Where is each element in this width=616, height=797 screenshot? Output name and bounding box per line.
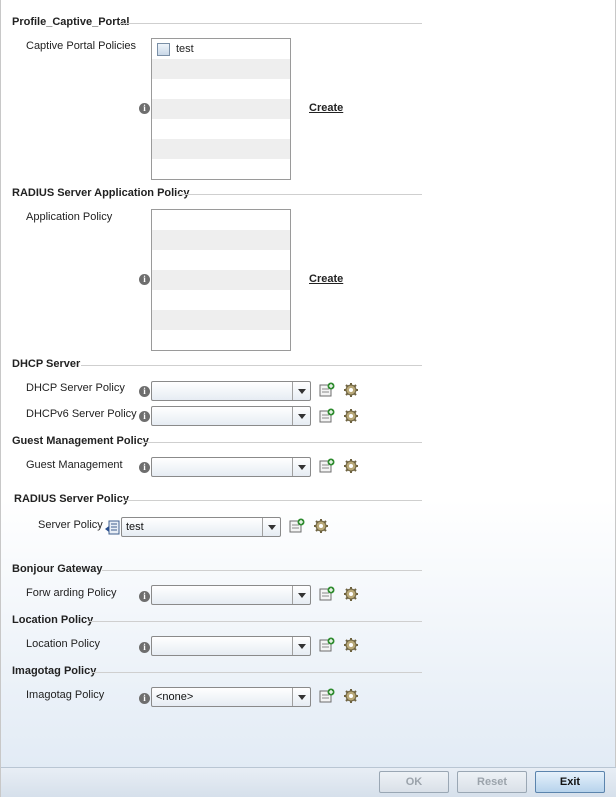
list-row xyxy=(152,230,290,250)
application-policy-list[interactable] xyxy=(151,209,291,351)
select-value: test xyxy=(126,521,144,533)
gear-icon[interactable] xyxy=(343,408,359,424)
exit-button[interactable]: Exit xyxy=(535,771,605,793)
list-row xyxy=(152,210,290,230)
gear-icon[interactable] xyxy=(313,518,329,534)
section-title-imagotag: Imagotag Policy xyxy=(12,665,97,677)
section-title-guest: Guest Management Policy xyxy=(12,435,149,447)
checkbox[interactable] xyxy=(157,43,170,56)
section-title-radius-app: RADIUS Server Application Policy xyxy=(12,187,190,199)
list-row xyxy=(152,290,290,310)
list-item[interactable]: test xyxy=(152,39,290,59)
add-policy-icon[interactable] xyxy=(319,688,335,704)
application-policy-label: Application Policy xyxy=(26,211,113,223)
server-policy-label: Server Policy xyxy=(38,519,103,531)
section-title-radius-server: RADIUS Server Policy xyxy=(14,493,129,505)
gear-icon[interactable] xyxy=(343,637,359,653)
add-policy-icon[interactable] xyxy=(319,382,335,398)
info-icon[interactable]: i xyxy=(139,274,150,285)
location-policy-select[interactable] xyxy=(151,636,311,656)
list-row xyxy=(152,310,290,330)
location-policy-label: Location Policy xyxy=(26,638,100,650)
gear-icon[interactable] xyxy=(343,586,359,602)
chevron-down-icon[interactable] xyxy=(292,458,310,476)
dhcpv6-server-policy-label: DHCPv6 Server Policy xyxy=(26,408,137,420)
reset-button[interactable]: Reset xyxy=(457,771,527,793)
section-divider xyxy=(178,194,422,195)
list-row xyxy=(152,139,290,159)
info-icon[interactable]: i xyxy=(139,693,150,704)
list-row xyxy=(152,79,290,99)
list-row xyxy=(152,59,290,79)
chevron-down-icon[interactable] xyxy=(292,586,310,604)
section-divider xyxy=(91,672,422,673)
info-icon[interactable]: i xyxy=(139,103,150,114)
dhcp-server-policy-select[interactable] xyxy=(151,381,311,401)
info-icon[interactable]: i xyxy=(139,462,150,473)
list-item-label: test xyxy=(176,43,194,55)
dhcp-server-policy-label: DHCP Server Policy xyxy=(26,382,125,394)
section-title-location: Location Policy xyxy=(12,614,94,626)
chevron-down-icon[interactable] xyxy=(262,518,280,536)
section-title-captive-portal: Profile_Captive_Portal xyxy=(12,16,130,28)
imagotag-policy-label: Imagotag Policy xyxy=(26,689,105,701)
guest-management-label: Guest Management xyxy=(26,459,123,471)
ok-button[interactable]: OK xyxy=(379,771,449,793)
gear-icon[interactable] xyxy=(343,688,359,704)
add-policy-icon[interactable] xyxy=(319,637,335,653)
server-policy-select[interactable]: test xyxy=(121,517,281,537)
section-title-bonjour: Bonjour Gateway xyxy=(12,563,103,575)
chevron-down-icon[interactable] xyxy=(292,407,310,425)
forwarding-policy-label: Forw arding Policy xyxy=(26,587,117,599)
list-row xyxy=(152,270,290,290)
policy-list-icon xyxy=(105,520,120,535)
info-icon[interactable]: i xyxy=(139,386,150,397)
add-policy-icon[interactable] xyxy=(319,408,335,424)
chevron-down-icon[interactable] xyxy=(292,688,310,706)
section-divider xyxy=(81,365,422,366)
dhcpv6-server-policy-select[interactable] xyxy=(151,406,311,426)
info-icon[interactable]: i xyxy=(139,642,150,653)
footer-bar: OK Reset Exit xyxy=(1,767,616,797)
captive-portal-policies-label: Captive Portal Policies xyxy=(26,40,137,52)
gear-icon[interactable] xyxy=(343,382,359,398)
application-policy-create-link[interactable]: Create xyxy=(309,273,344,285)
info-icon[interactable]: i xyxy=(139,411,150,422)
chevron-down-icon[interactable] xyxy=(292,382,310,400)
select-value: <none> xyxy=(156,691,194,703)
imagotag-policy-select[interactable]: <none> xyxy=(151,687,311,707)
guest-management-select[interactable] xyxy=(151,457,311,477)
captive-portal-policies-list[interactable]: test xyxy=(151,38,291,180)
list-row xyxy=(152,99,290,119)
section-divider xyxy=(125,500,422,501)
section-divider xyxy=(89,621,422,622)
section-divider xyxy=(121,23,422,24)
chevron-down-icon[interactable] xyxy=(292,637,310,655)
section-title-dhcp: DHCP Server xyxy=(12,358,81,370)
gear-icon[interactable] xyxy=(343,458,359,474)
list-row xyxy=(152,119,290,139)
forwarding-policy-select[interactable] xyxy=(151,585,311,605)
section-divider xyxy=(102,570,422,571)
add-policy-icon[interactable] xyxy=(289,518,305,534)
add-policy-icon[interactable] xyxy=(319,586,335,602)
add-policy-icon[interactable] xyxy=(319,458,335,474)
info-icon[interactable]: i xyxy=(139,591,150,602)
captive-portal-create-link[interactable]: Create xyxy=(309,102,344,114)
section-divider xyxy=(141,442,422,443)
list-row xyxy=(152,250,290,270)
